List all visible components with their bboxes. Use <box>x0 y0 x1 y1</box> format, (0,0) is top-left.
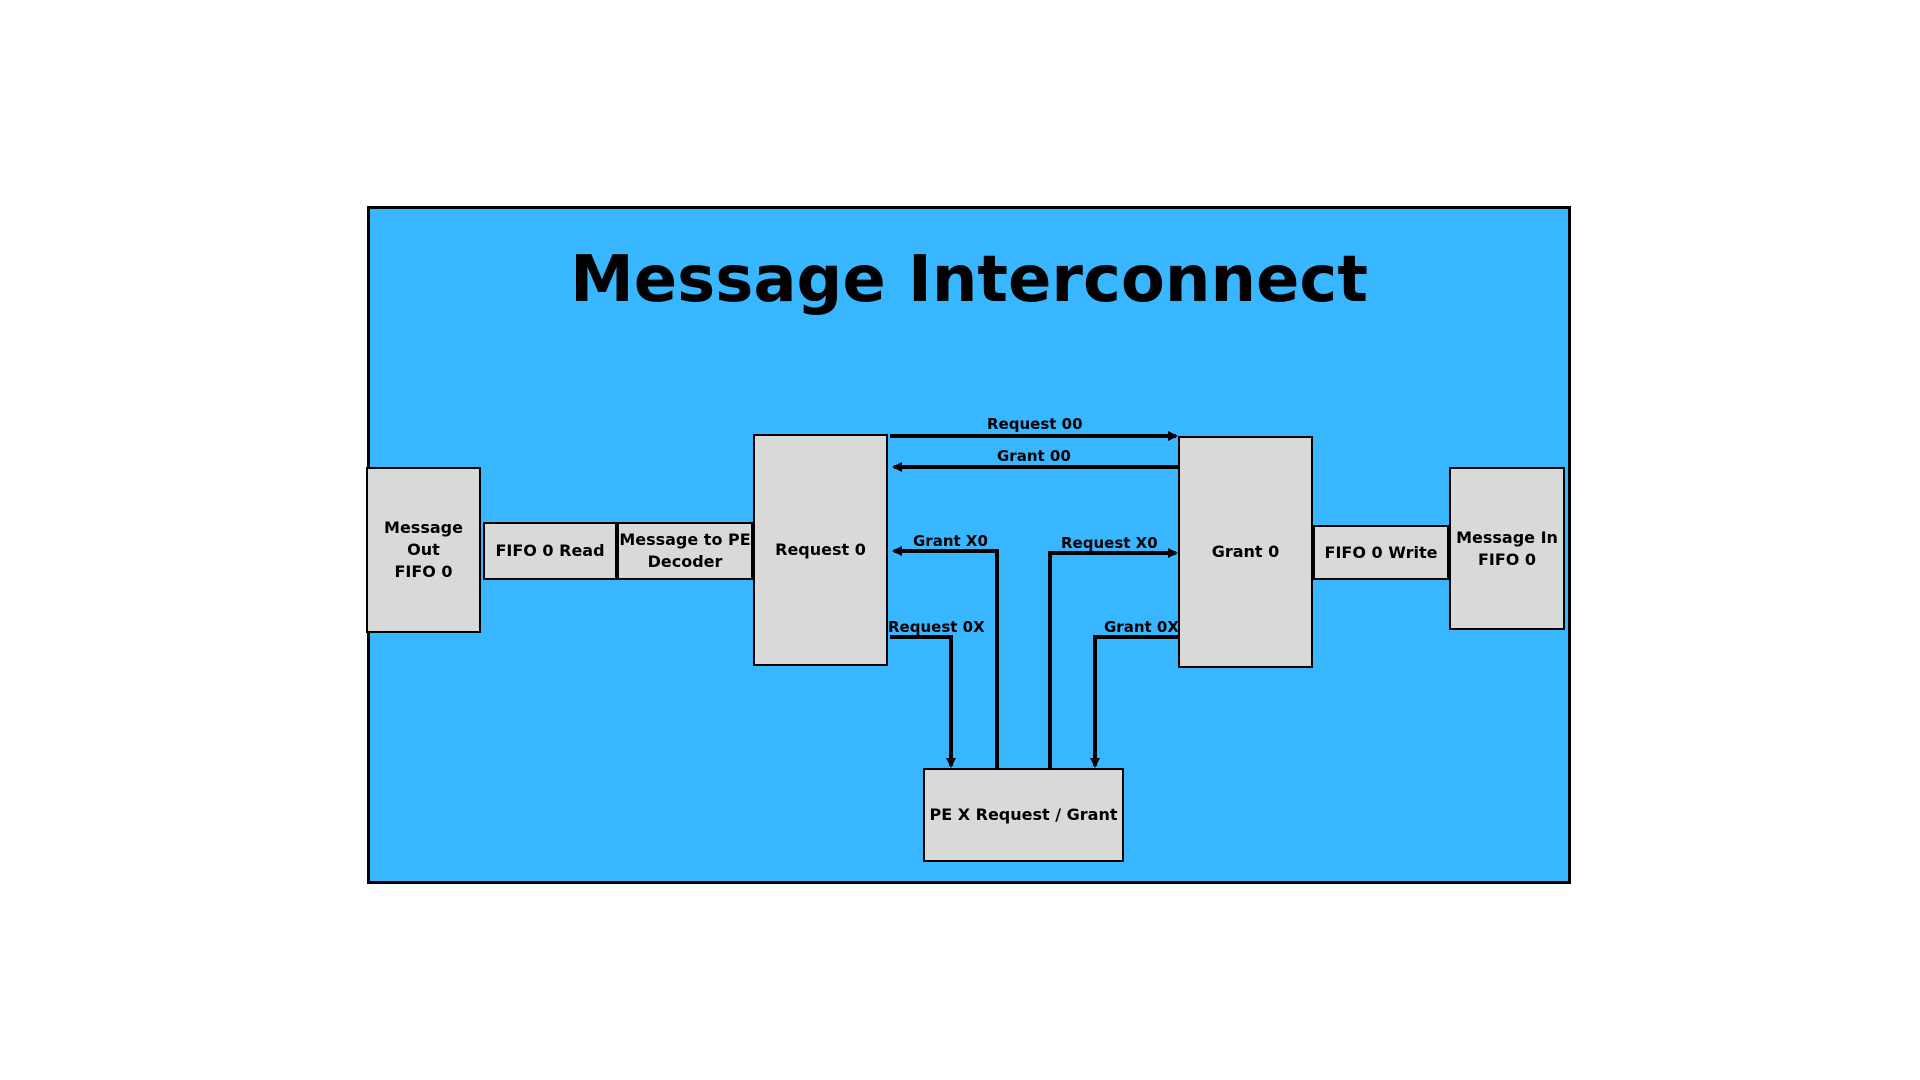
request-block: Request 0 <box>753 434 888 666</box>
grant-block: Grant 0 <box>1178 436 1313 668</box>
wire-request-0x <box>890 635 956 768</box>
diagram-title: Message Interconnect <box>570 243 1368 317</box>
wire-request-x0 <box>1048 548 1178 770</box>
message-in-fifo-block: Message In FIFO 0 <box>1449 467 1565 630</box>
label-grant-00: Grant 00 <box>997 447 1071 465</box>
message-out-fifo-block: Message Out FIFO 0 <box>366 467 481 633</box>
pe-request-grant-block: PE X Request / Grant <box>923 768 1124 862</box>
fifo-read-block: FIFO 0 Read <box>483 522 617 580</box>
wire-grant-0x <box>1090 635 1180 768</box>
label-grant-0x: Grant 0X <box>1104 618 1179 636</box>
fifo-write-block: FIFO 0 Write <box>1313 525 1449 580</box>
wire-grant-x0 <box>892 546 999 770</box>
label-request-x0: Request X0 <box>1061 534 1158 552</box>
label-request-0x: Request 0X <box>888 618 985 636</box>
label-request-00: Request 00 <box>987 415 1083 433</box>
message-to-pe-decoder-block: Message to PE Decoder <box>617 522 753 580</box>
label-grant-x0: Grant X0 <box>913 532 988 550</box>
